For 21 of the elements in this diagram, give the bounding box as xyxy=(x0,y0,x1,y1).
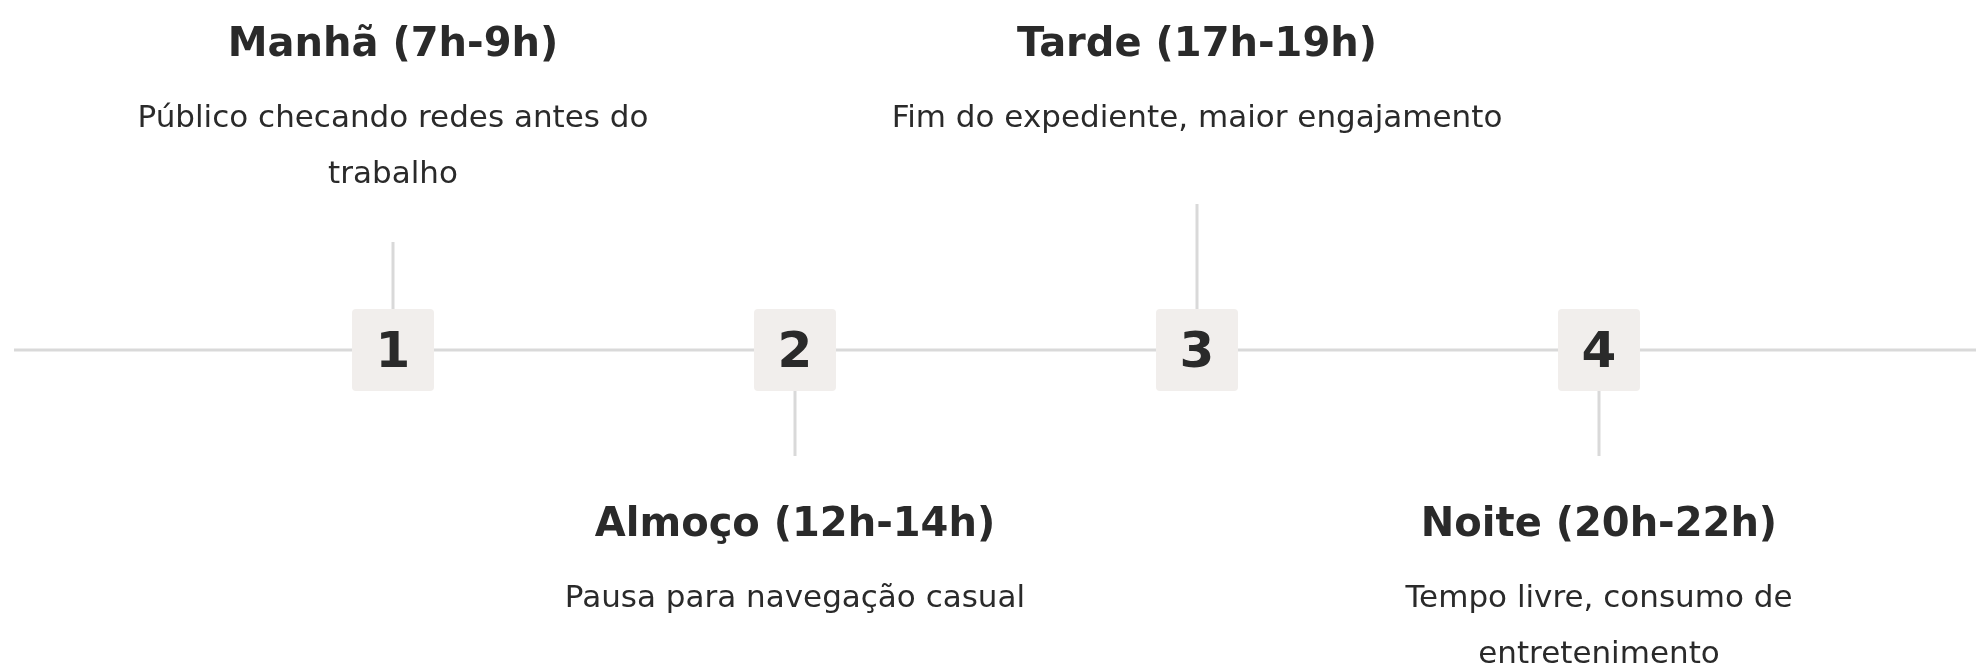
period-heading: Tarde (17h-19h) xyxy=(1017,18,1377,67)
period-heading: Noite (20h-22h) xyxy=(1420,498,1778,547)
step-number-box: 1 xyxy=(352,309,434,391)
period-description: Tempo livre, consumo de entretenimento xyxy=(1404,577,1794,672)
timeline-line xyxy=(836,348,1156,352)
timeline-line xyxy=(14,348,352,352)
period-heading: Manhã (7h-9h) xyxy=(227,18,559,67)
period-description: Pausa para navegação casual xyxy=(564,577,1026,616)
period-heading: Almoço (12h-14h) xyxy=(594,498,996,547)
period-description: Público checando redes antes do trabalho xyxy=(136,97,650,192)
timeline-line xyxy=(1640,348,1976,352)
step-number-box: 3 xyxy=(1156,309,1238,391)
connector-line xyxy=(391,242,395,309)
period-description: Fim do expediente, maior engajamento xyxy=(891,97,1503,136)
connector-line xyxy=(1195,204,1199,309)
connector-line xyxy=(793,391,797,456)
connector-line xyxy=(1597,391,1601,456)
timeline-line xyxy=(434,348,754,352)
step-number-box: 2 xyxy=(754,309,836,391)
timeline-line xyxy=(1238,348,1558,352)
step-number-box: 4 xyxy=(1558,309,1640,391)
